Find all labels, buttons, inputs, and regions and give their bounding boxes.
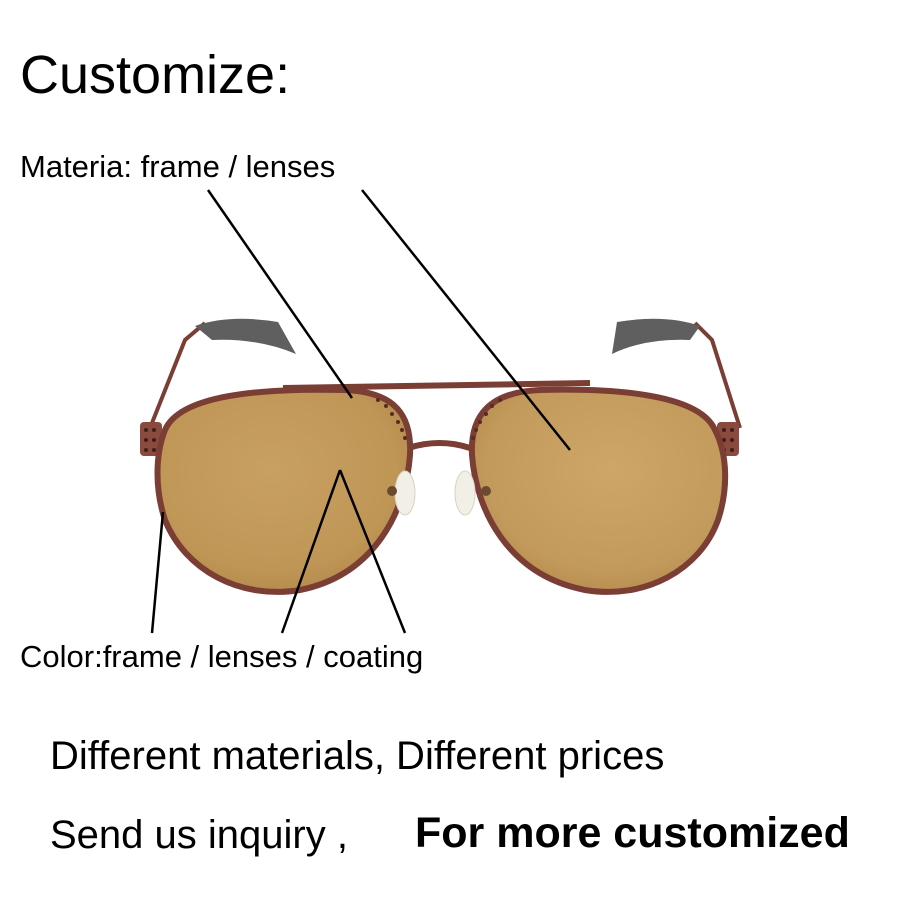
right-lens (468, 386, 729, 595)
left-temple (148, 318, 296, 429)
callout-line-frame-color (150, 511, 165, 634)
tagline-more-customized: For more customized (415, 809, 850, 857)
tagline-materials-prices: Different materials, Different prices (50, 734, 665, 778)
callout-line-frame (206, 189, 354, 399)
tagline-send-inquiry: Send us inquiry , (50, 813, 348, 857)
callout-line-coating (338, 469, 407, 634)
callout-line-lenses (361, 189, 571, 451)
callout-lines (150, 189, 571, 634)
page-title: Customize: (20, 45, 291, 105)
callout-line-lens-color (280, 469, 342, 634)
bridge (407, 440, 471, 451)
material-label: Materia: frame / lenses (20, 149, 336, 184)
color-label: Color:frame / lenses / coating (20, 639, 424, 674)
left-lens (154, 386, 414, 595)
right-temple (612, 318, 742, 429)
brow-perforations (376, 398, 502, 440)
nose-pads (387, 470, 491, 516)
